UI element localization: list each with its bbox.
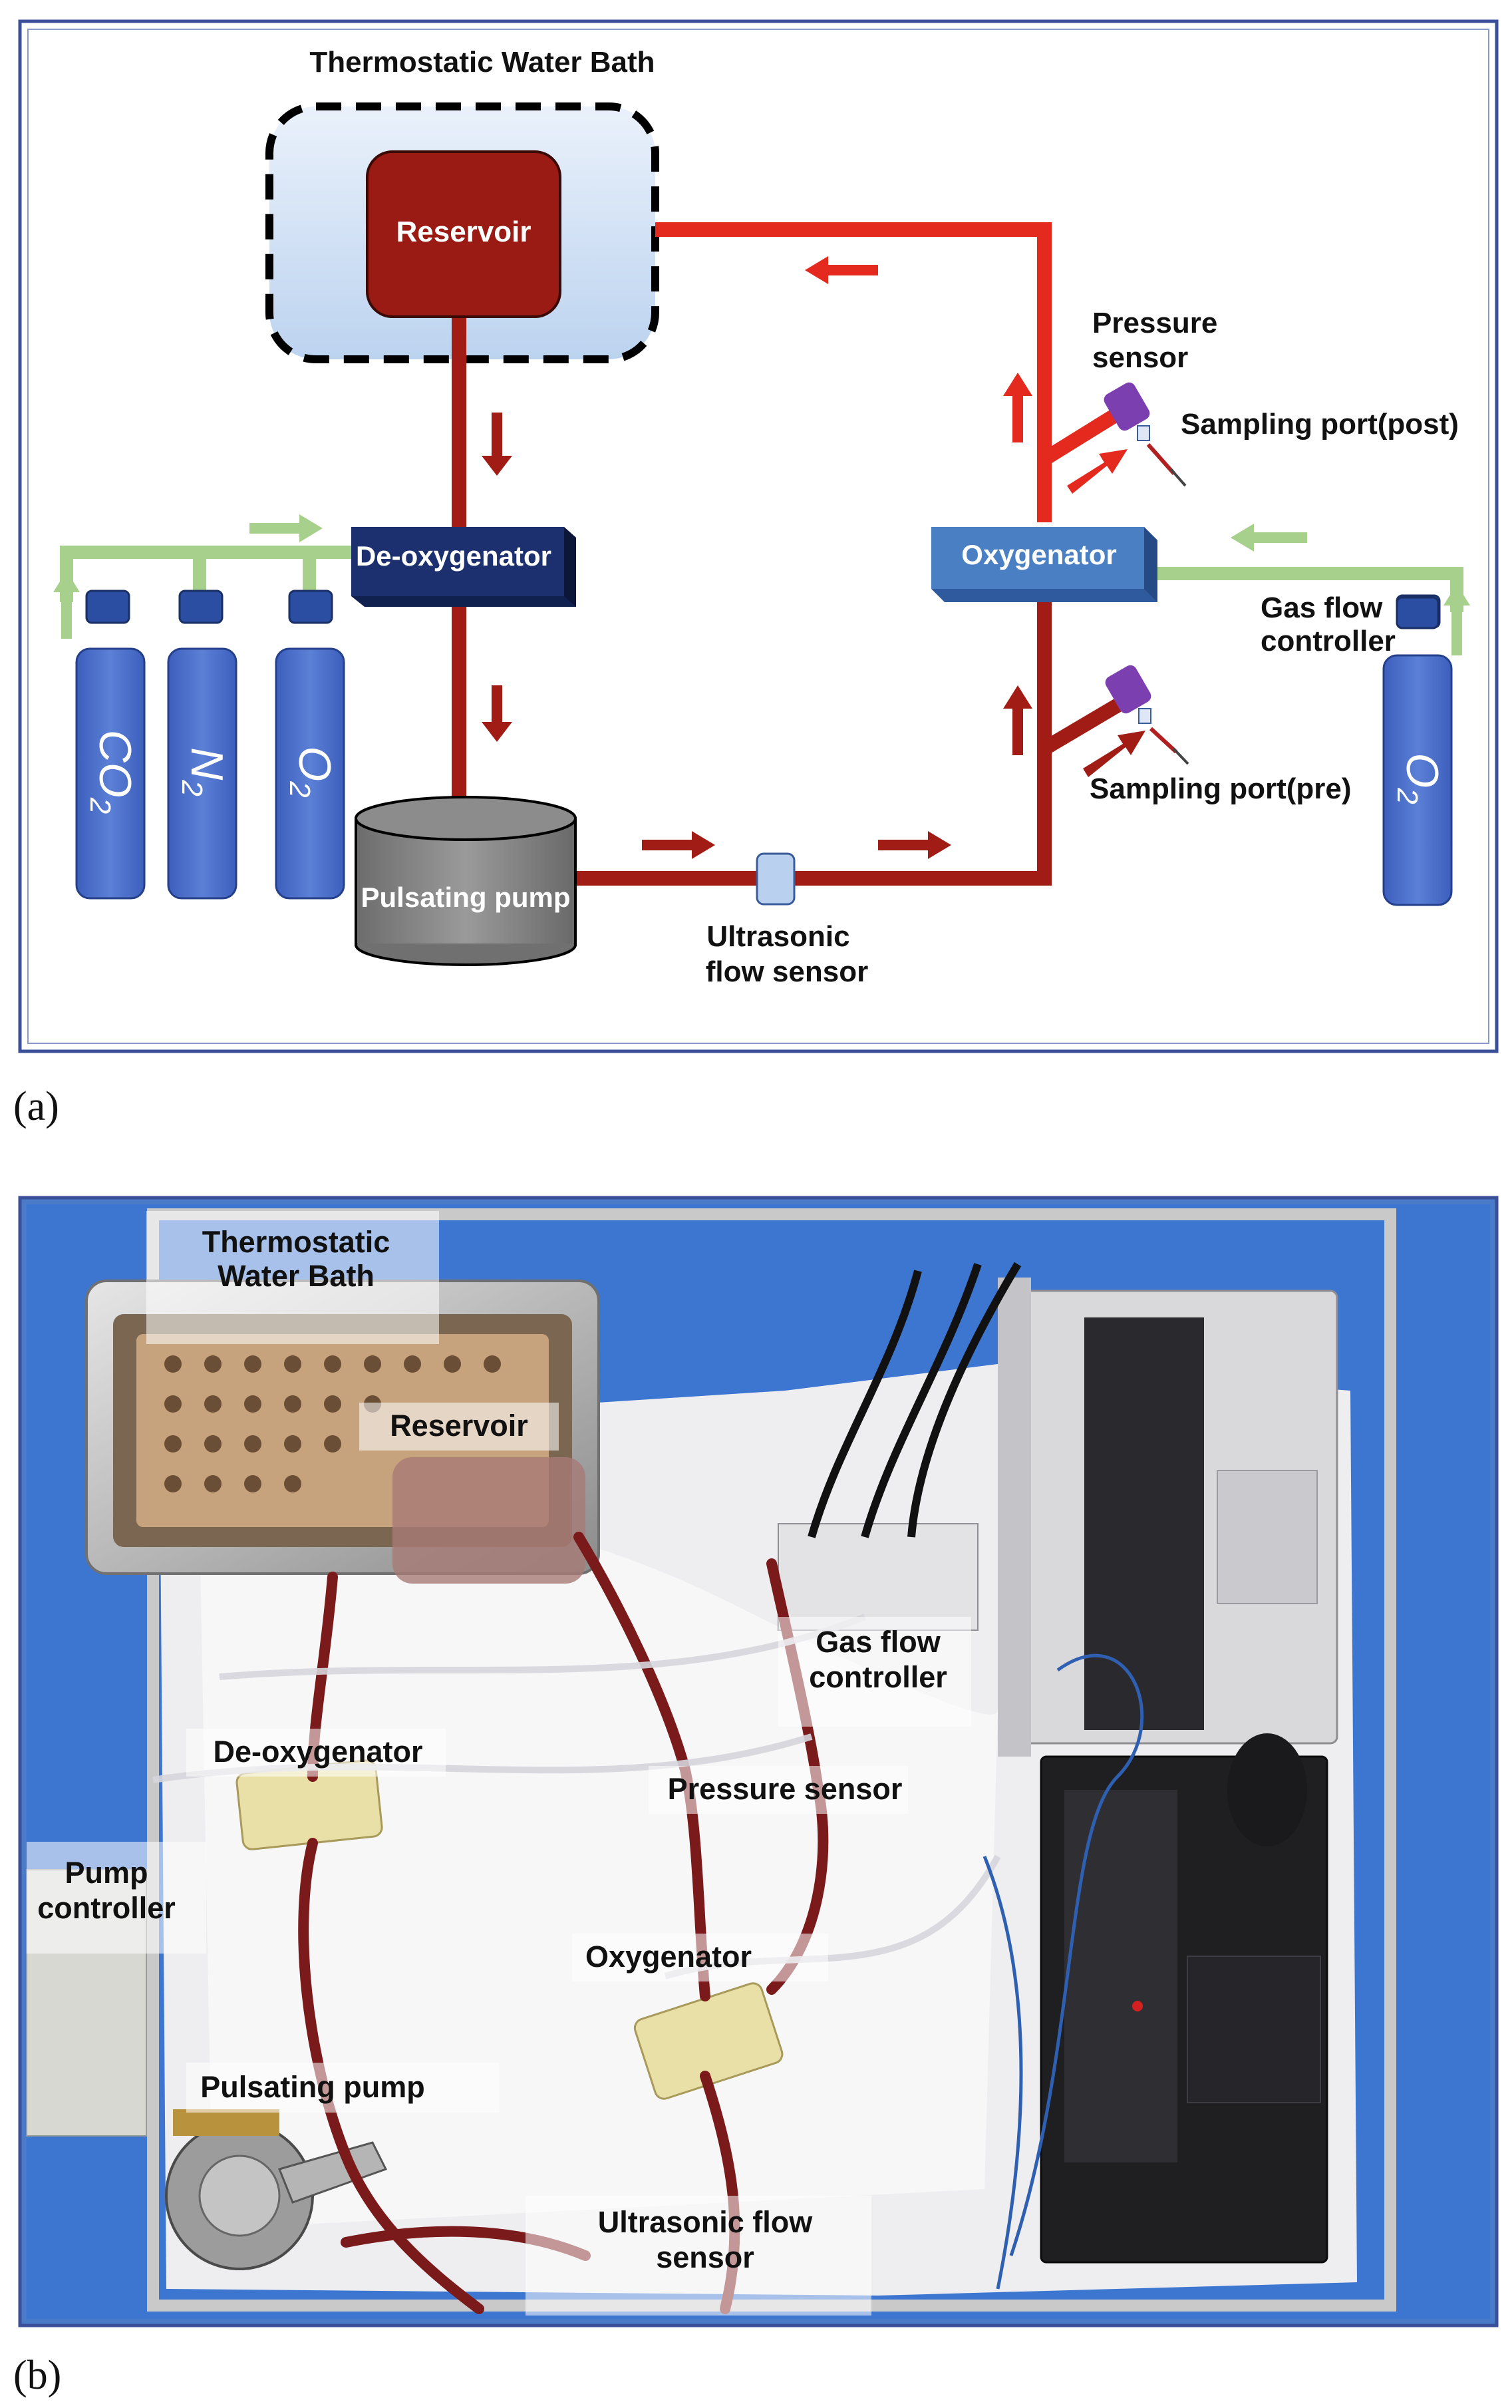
sampling-post-label: Sampling port(post) (1181, 408, 1459, 440)
photo-pulsating-pump (165, 2109, 388, 2270)
photo-reservoir-bag (392, 1457, 585, 1584)
sampling-pre-label: Sampling port(pre) (1090, 773, 1352, 805)
photo-laptop-lower (1040, 1755, 1328, 2264)
photo-tag-backgrounds (27, 1211, 971, 2316)
tag-oxygenator: Oxygenator (585, 1940, 752, 1974)
n2-label: N2 (176, 747, 232, 796)
co2-cylinder (75, 590, 146, 900)
tag-flow-sensor-1: Ultrasonic flow (598, 2205, 814, 2239)
o2-label-left: O2 (283, 746, 340, 797)
pressure-sensor-post (1104, 382, 1187, 487)
photo-laptop-upper (998, 1278, 1338, 1757)
tag-pressure-sensor: Pressure sensor (668, 1772, 903, 1806)
pump-label: Pulsating pump (361, 882, 571, 913)
blood-tubing-bright (655, 222, 1118, 522)
tag-pump-controller-1: Pump (65, 1856, 148, 1890)
flow-sensor (756, 852, 796, 906)
reservoir-label: Reservoir (396, 216, 531, 248)
tag-pulsating-pump: Pulsating pump (200, 2070, 425, 2104)
gas-arrows (53, 514, 1470, 655)
oxygenator-label: Oxygenator (961, 539, 1116, 570)
tag-gas-flow-1: Gas flow (816, 1625, 941, 1659)
photo-oxygenator (633, 1982, 784, 2100)
flow-sensor-label-1: Ultrasonic (706, 920, 849, 953)
panel-b-photo: Thermostatic Water Bath Reservoir Gas fl… (18, 1196, 1499, 2327)
tag-pump-controller-2: controller (37, 1891, 176, 1925)
tag-gas-flow-2: controller (809, 1660, 947, 1694)
photo-black-cables (808, 1262, 1022, 1538)
panel-a-label: (a) (13, 1084, 59, 1129)
o2-label-right: O2 (1391, 753, 1447, 804)
gas-cylinders (75, 590, 1453, 906)
pressure-sensor-label-2: sensor (1092, 341, 1188, 374)
gas-flow-controller (1396, 596, 1439, 629)
panel-b-label: (b) (13, 2353, 62, 2398)
tag-deoxygenator: De-oxygenator (213, 1735, 422, 1769)
gas-flow-label-2: controller (1261, 625, 1396, 657)
oxygenator-box (931, 527, 1157, 602)
o2-cylinder-left (275, 590, 345, 900)
water-bath-label: Thermostatic Water Bath (309, 46, 655, 79)
photo-tags: Thermostatic Water Bath Reservoir Gas fl… (37, 1225, 947, 2274)
pump-body (355, 796, 577, 966)
tag-reservoir: Reservoir (390, 1409, 528, 1443)
gas-flow-label-1: Gas flow (1261, 592, 1383, 624)
panel-a-diagram: Thermostatic Water Bath Reservoir (18, 19, 1499, 1053)
flow-sensor-label-2: flow sensor (706, 955, 869, 988)
pressure-sensor-label-1: Pressure (1092, 307, 1217, 339)
photo-mouse (1227, 1733, 1307, 1846)
pressure-sensor-pre (1105, 665, 1189, 765)
n2-cylinder (167, 590, 237, 900)
photo-gas-flow-controllers (778, 1523, 979, 1631)
photo-blue-cables (983, 1653, 1144, 2290)
blood-arrows (482, 256, 1145, 859)
co2-label: CO2 (84, 730, 140, 814)
tag-flow-sensor-2: sensor (656, 2240, 754, 2274)
tag-water-bath-1: Thermostatic (202, 1225, 390, 1259)
deoxygenator-label: De-oxygenator (356, 540, 551, 572)
tag-water-bath-2: Water Bath (218, 1259, 375, 1293)
reservoir-box (366, 150, 561, 318)
deoxygenator-box (351, 527, 576, 607)
